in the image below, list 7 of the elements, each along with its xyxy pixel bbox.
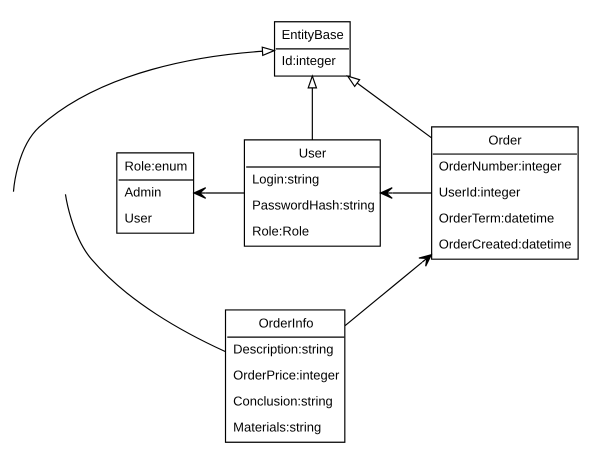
arrow — [344, 254, 432, 326]
arrow — [12, 46, 276, 192]
connector — [64, 194, 226, 352]
arrow — [193, 187, 244, 199]
arrow — [380, 187, 432, 199]
arrow — [307, 74, 318, 140]
arrow — [346, 75, 432, 138]
